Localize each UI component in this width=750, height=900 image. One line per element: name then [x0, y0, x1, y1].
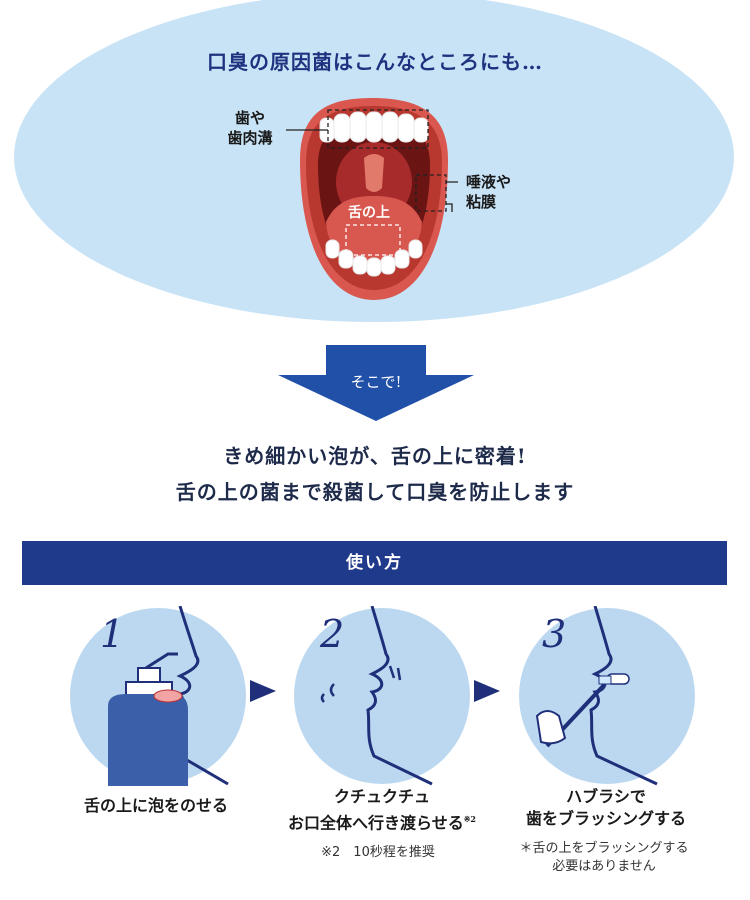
- step2-note-line1: ※2 10秒程を推奨: [321, 845, 435, 860]
- step2-illustration: [294, 606, 470, 786]
- step2-label-text: お口全体へ行き渡らせる: [288, 813, 464, 833]
- step1-label: 舌の上に泡をのせる: [26, 795, 286, 817]
- open-mouth-illustration: [286, 98, 458, 300]
- step3-illustration: [519, 606, 695, 786]
- headline-line2: 舌の上の菌まで殺菌して口臭を防止します: [175, 480, 575, 504]
- label-teeth-gum-groove: 歯や 歯肉溝: [210, 108, 290, 148]
- step3-number: 3: [542, 612, 567, 656]
- step2-number: 2: [320, 612, 345, 656]
- step3-label: ハブラシで 歯をブラッシングする: [476, 786, 736, 830]
- step1-illustration: [70, 606, 246, 786]
- howto-title: 使い方: [346, 553, 403, 573]
- label-mucosa-line2: 粘膜: [466, 193, 497, 211]
- step2-label-footnote-mark: ※2: [463, 814, 476, 824]
- next-triangle-icon: [474, 680, 500, 702]
- label-teeth-line1: 歯や: [234, 109, 265, 127]
- step2-label: クチュクチュ お口全体へ行き渡らせる※2: [252, 786, 512, 834]
- headline-line1: きめ細かい泡が、舌の上に密着!: [223, 444, 527, 468]
- label-teeth-line2: 歯肉溝: [227, 129, 273, 147]
- step1-label-line1: 舌の上に泡をのせる: [83, 796, 228, 815]
- down-arrow-icon: [278, 345, 474, 421]
- step2-label-line1: クチュクチュ: [333, 787, 430, 806]
- step3-label-line2: 歯をブラッシングする: [525, 809, 686, 828]
- label-tongue: 舌の上: [348, 205, 390, 221]
- step1-number: 1: [100, 612, 125, 656]
- step2-label-line2: お口全体へ行き渡らせる※2: [252, 808, 512, 834]
- label-mucosa-line1: 唾液や: [466, 173, 512, 191]
- step3-note: ＊舌の上をブラッシングする 必要はありません: [474, 840, 734, 876]
- next-triangle-icon: [250, 680, 276, 702]
- howto-header-bar: [22, 541, 727, 585]
- step3-label-line1: ハブラシで: [566, 787, 646, 806]
- diagram-title: 口臭の原因菌はこんなところにも…: [207, 50, 543, 74]
- label-saliva-mucosa: 唾液や 粘膜: [466, 172, 511, 212]
- step2-note: ※2 10秒程を推奨: [248, 844, 508, 862]
- step3-note-line2: 必要はありません: [552, 859, 656, 874]
- step3-note-line1: ＊舌の上をブラッシングする: [519, 841, 689, 856]
- arrow-label: そこで!: [350, 373, 402, 391]
